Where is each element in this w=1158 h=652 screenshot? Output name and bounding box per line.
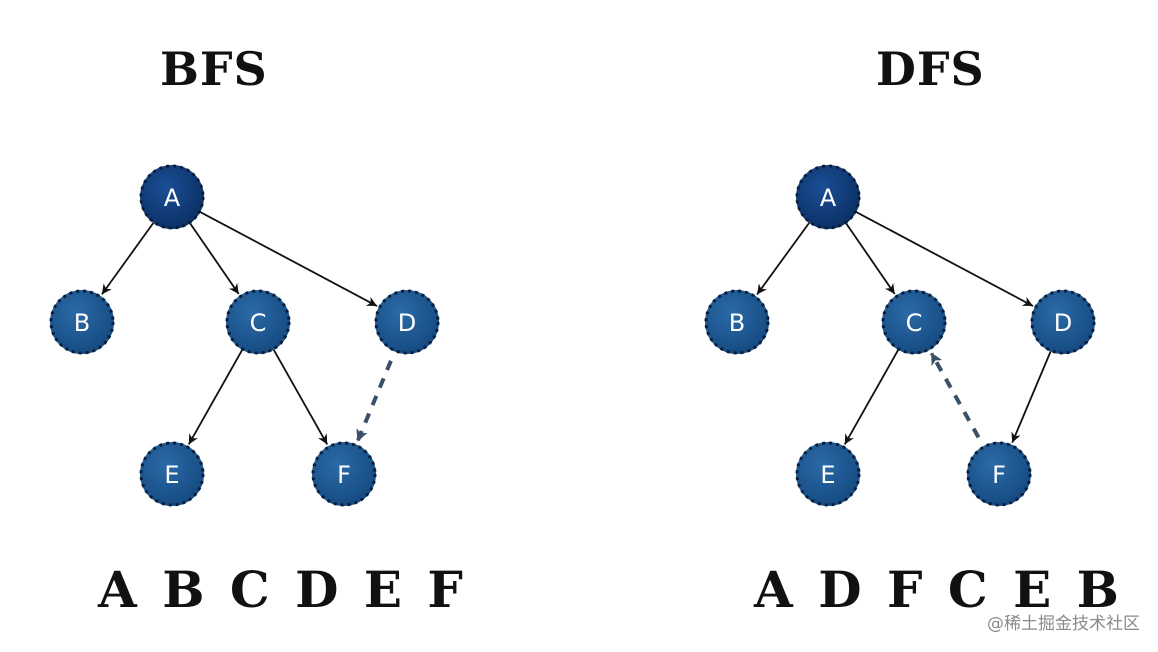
bfs-node-C-label: C — [250, 309, 267, 337]
dfs-node-D-circle — [1031, 290, 1095, 354]
bfs-node-F: F — [311, 441, 377, 507]
bfs-node-D-dotted-ring — [374, 289, 440, 355]
bfs-node-E-circle — [140, 442, 204, 506]
bfs-node-C-dotted-ring — [225, 289, 291, 355]
dfs-edge-A-C — [845, 222, 896, 295]
dfs-node-C-circle — [882, 290, 946, 354]
bfs-node-A-dotted-ring — [139, 164, 205, 230]
dfs-node-A: A — [795, 164, 861, 230]
bfs-edge-A-B — [101, 222, 155, 295]
dfs-edge-F-C-dashed — [929, 352, 981, 439]
dfs-node-A-circle — [796, 165, 860, 229]
bfs-edge-A-C — [189, 222, 240, 295]
dfs-node-E-label: E — [820, 461, 835, 489]
dfs-node-F-dotted-ring — [966, 441, 1032, 507]
dfs-node-F-circle — [967, 442, 1031, 506]
bfs-node-B-label: B — [74, 309, 90, 337]
dfs-node-A-label: A — [820, 184, 837, 212]
dfs-traversal-order: A D F C E B — [754, 560, 1123, 619]
bfs-edge-C-E — [187, 349, 244, 445]
dfs-node-F-label: F — [992, 461, 1006, 489]
bfs-node-A-circle — [140, 165, 204, 229]
bfs-node-D-circle — [375, 290, 439, 354]
bfs-node-E: E — [139, 441, 205, 507]
bfs-node-B-dotted-ring — [49, 289, 115, 355]
bfs-graph: A B C D E F — [49, 164, 440, 507]
bfs-node-F-circle — [312, 442, 376, 506]
bfs-edge-C-F — [272, 349, 329, 445]
bfs-traversal-order: A B C D E F — [98, 560, 467, 619]
dfs-edge-D-F — [1011, 351, 1052, 444]
dfs-edge-A-B — [756, 222, 810, 296]
bfs-node-D-label: D — [398, 309, 416, 337]
dfs-node-E-dotted-ring — [795, 441, 861, 507]
dfs-node-F: F — [966, 441, 1032, 507]
bfs-node-B: B — [49, 289, 115, 355]
dfs-node-B-label: B — [729, 309, 745, 337]
bfs-node-C-circle — [226, 290, 290, 354]
dfs-node-B: B — [704, 289, 770, 355]
bfs-edge-A-D — [199, 211, 378, 307]
bfs-node-E-label: E — [164, 461, 179, 489]
watermark: @稀土掘金技术社区 — [987, 614, 1140, 634]
dfs-edge-A-D — [855, 211, 1034, 307]
dfs-node-D-label: D — [1054, 309, 1072, 337]
dfs-node-B-dotted-ring — [704, 289, 770, 355]
bfs-node-D: D — [374, 289, 440, 355]
bfs-node-A: A — [139, 164, 205, 230]
bfs-edge-D-F-dashed — [355, 360, 393, 442]
bfs-node-C: C — [225, 289, 291, 355]
dfs-node-D: D — [1030, 289, 1096, 355]
dfs-node-C: C — [881, 289, 947, 355]
dfs-title: DFS — [876, 42, 985, 96]
dfs-graph: A B C D E F — [704, 164, 1096, 507]
bfs-node-F-dotted-ring — [311, 441, 377, 507]
bfs-node-F-label: F — [337, 461, 351, 489]
dfs-node-E-circle — [796, 442, 860, 506]
dfs-node-C-label: C — [906, 309, 923, 337]
dfs-node-C-dotted-ring — [881, 289, 947, 355]
bfs-node-E-dotted-ring — [139, 441, 205, 507]
bfs-title: BFS — [160, 42, 268, 96]
dfs-node-B-circle — [705, 290, 769, 354]
dfs-node-A-dotted-ring — [795, 164, 861, 230]
bfs-node-A-label: A — [164, 184, 181, 212]
dfs-node-E: E — [795, 441, 861, 507]
dfs-node-D-dotted-ring — [1030, 289, 1096, 355]
bfs-node-B-circle — [50, 290, 114, 354]
dfs-edge-C-E — [843, 349, 900, 445]
